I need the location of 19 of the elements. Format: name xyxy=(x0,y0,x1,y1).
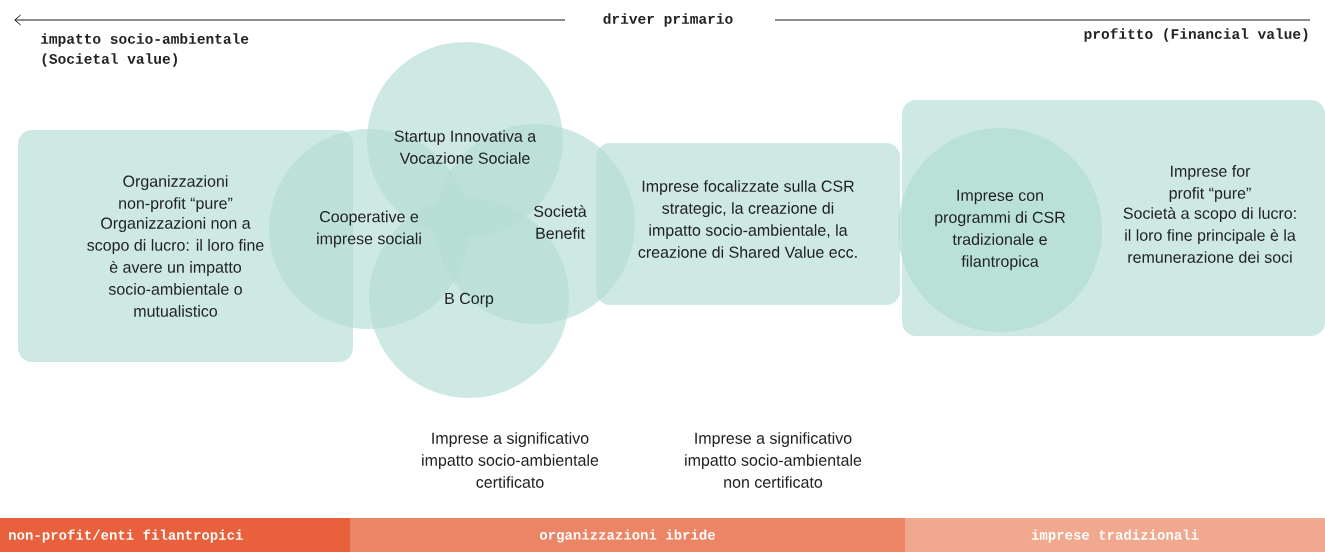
box-text: Organizzazioni non-profit “pure” Organizzazioni non a scopo di lucro: il loro fine è avere un impatto socio-ambientale o mutualistico xyxy=(87,175,264,317)
box-text: Imprese for profit “pure” Società a scopo di lucro: il loro fine principale è la remunerazione dei soci xyxy=(1123,165,1296,263)
category-band: imprese tradizionali xyxy=(905,518,1325,552)
category-band: organizzazioni ibride xyxy=(350,518,905,552)
category-note: Imprese a significativo impatto socio-ambientale non certificato xyxy=(685,432,862,488)
axis-label: driver primario xyxy=(596,11,740,29)
rounded-box xyxy=(596,143,900,305)
box-text: Imprese focalizzate sulla CSR strategic, la creazione di impatto socio-ambientale, la creazione di Shared Value ecc. xyxy=(638,180,857,258)
category-note: Imprese a significativo impatto socio-ambientale certificato xyxy=(422,432,599,488)
circle-label: B Corp xyxy=(445,292,494,308)
category-band: non-profit/enti filantropici xyxy=(0,518,350,552)
circle-label: Società Benefit xyxy=(534,205,587,239)
circle-label: Cooperative e imprese sociali xyxy=(317,210,421,248)
circle xyxy=(898,128,1102,332)
rounded-panel xyxy=(902,100,1325,336)
circle-label: Startup Innovativa a Vocazione Sociale xyxy=(394,130,537,164)
axis-label: profitto (Financial value) xyxy=(1084,28,1308,42)
circle-label: Imprese con programmi di CSR tradizionale e filantropica xyxy=(935,189,1065,271)
axis-label: impatto socio-ambientale (Societal value) xyxy=(41,33,249,67)
